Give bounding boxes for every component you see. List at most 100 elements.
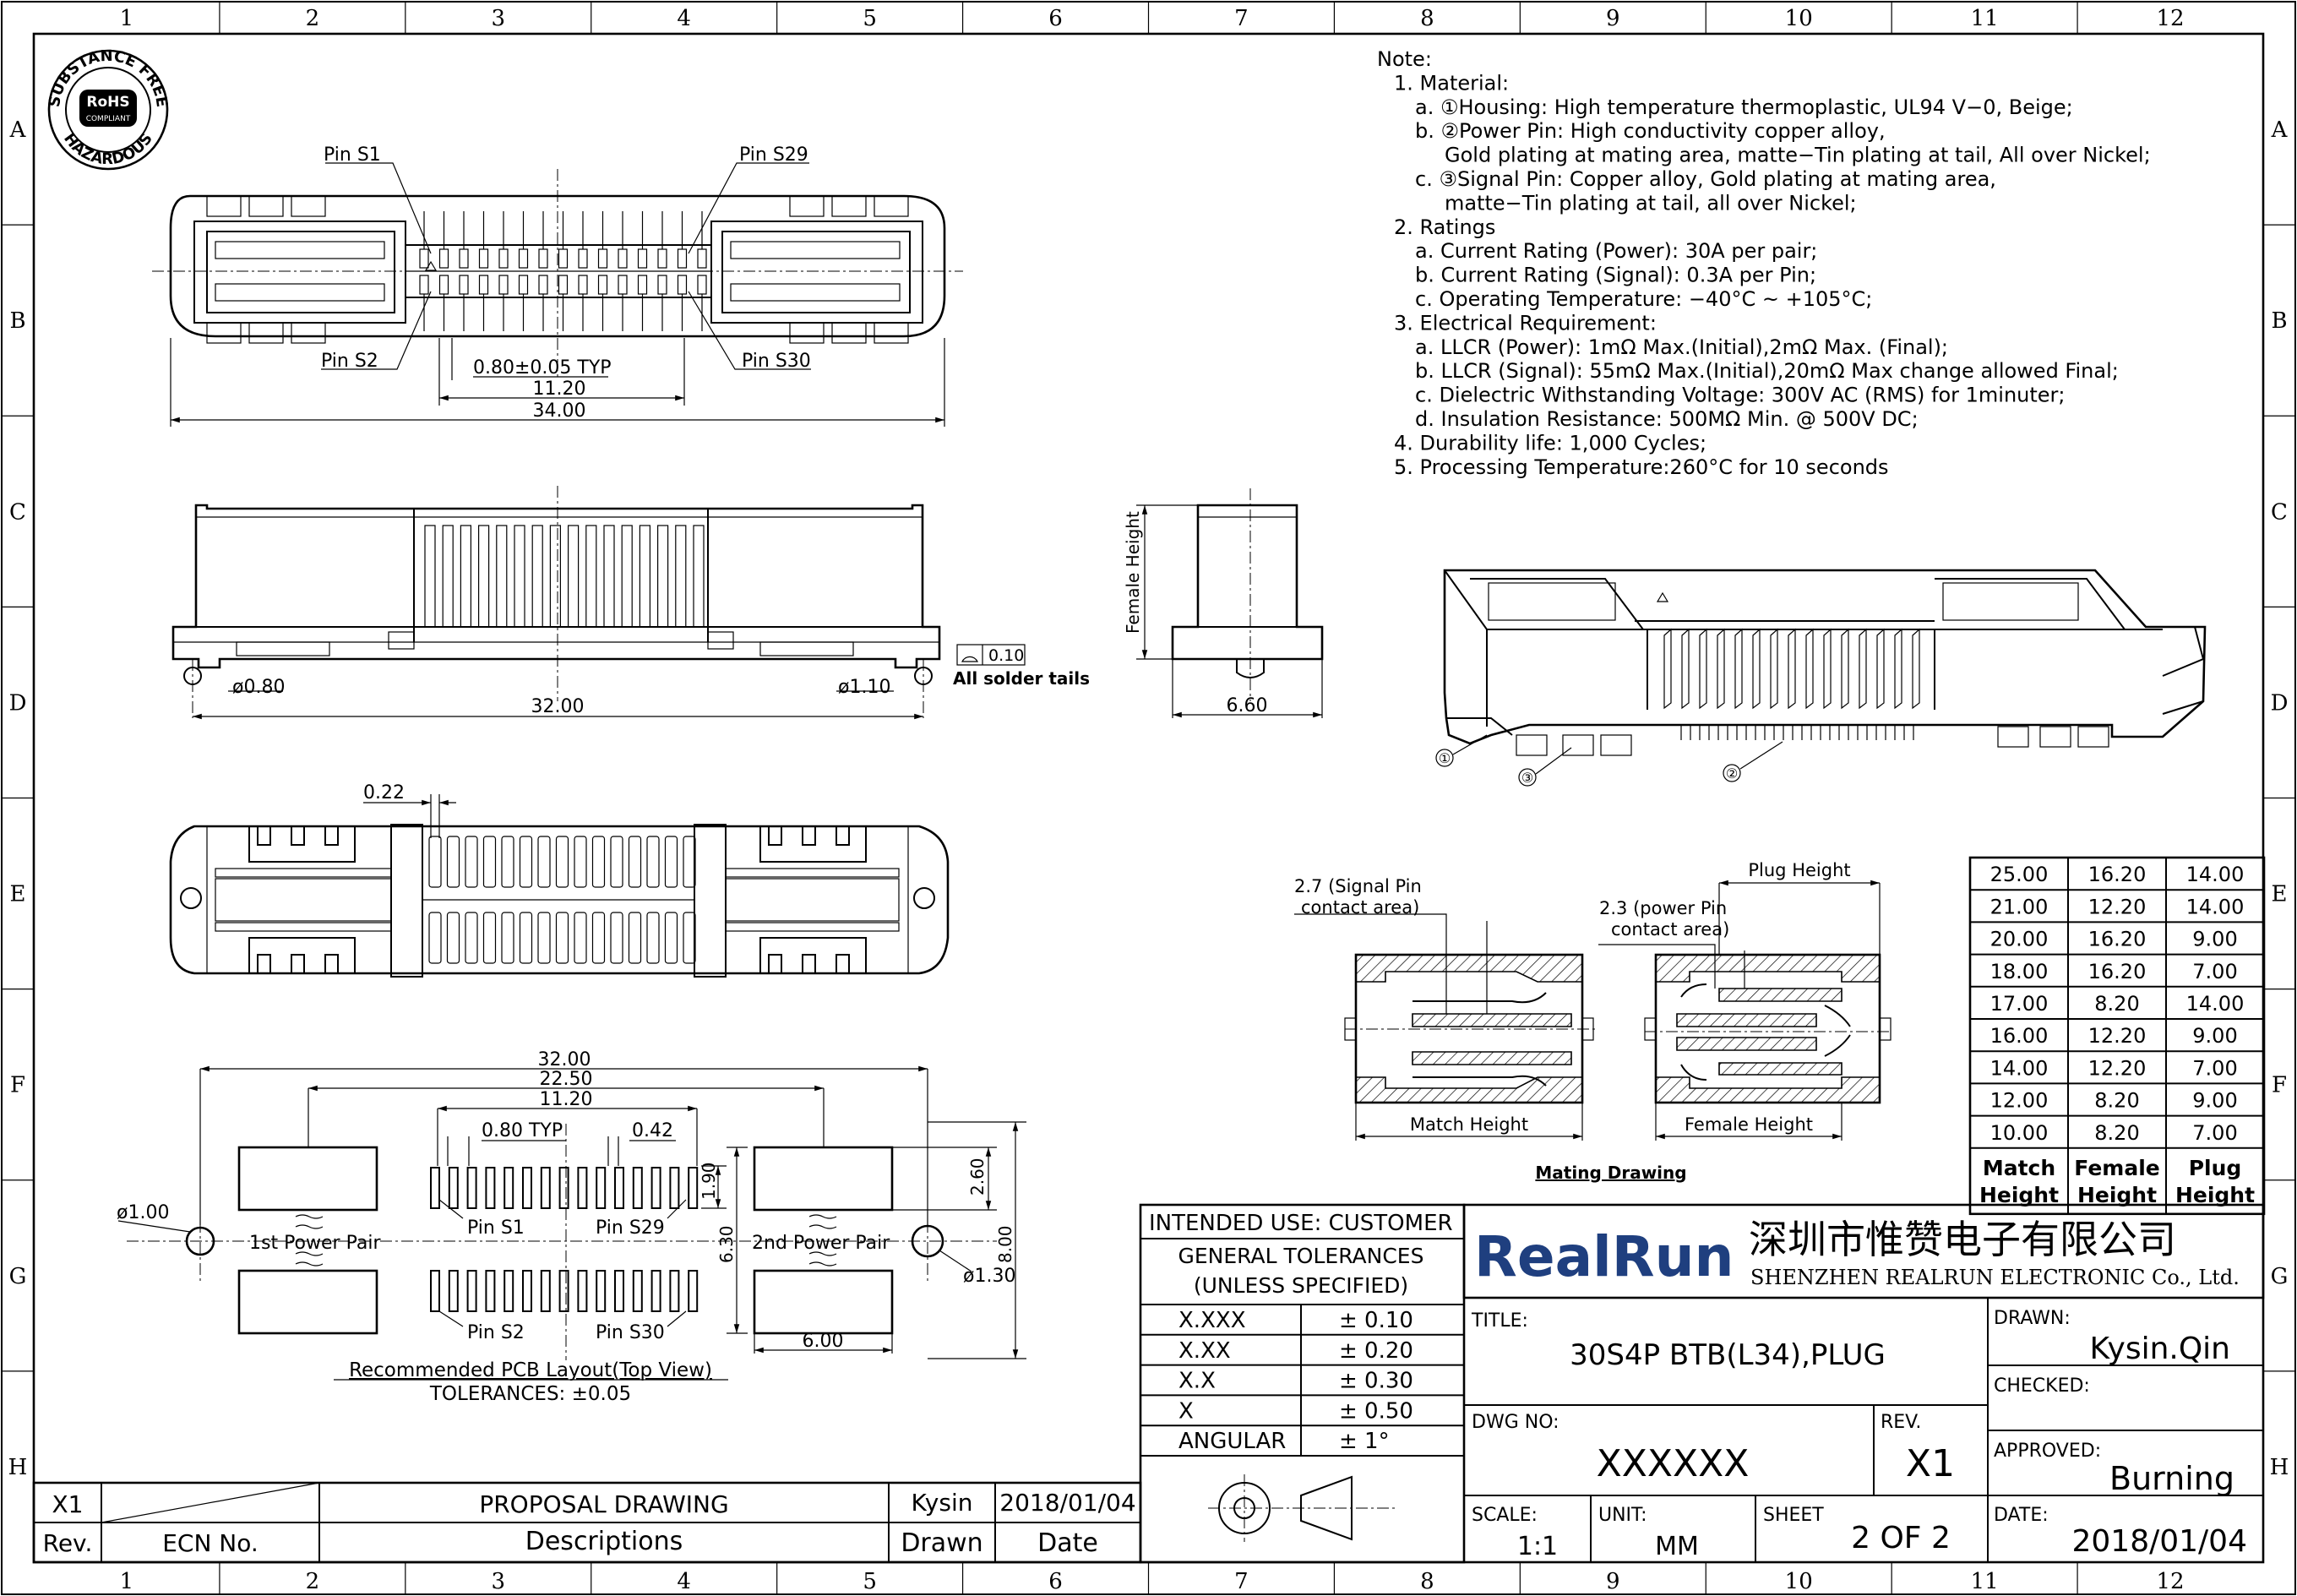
note-line: a. Current Rating (Power): 30A per pair; bbox=[1415, 239, 1817, 263]
rev-entry: X1 bbox=[52, 1490, 84, 1518]
dwg-no-label: DWG NO: bbox=[1472, 1412, 1559, 1433]
notes-block: Note:1. Material:a. ①Housing: High tempe… bbox=[1377, 47, 2151, 479]
pcb-tolerance: TOLERANCES: ±0.05 bbox=[429, 1383, 631, 1405]
drawn-header: Drawn bbox=[901, 1528, 982, 1558]
height-table-cell: 12.00 bbox=[1990, 1089, 2049, 1113]
note-line: 5. Processing Temperature:260°C for 10 s… bbox=[1394, 455, 1889, 479]
revision-block: X1 PROPOSAL DRAWING Kysin 2018/01/04 Rev… bbox=[32, 1481, 1142, 1564]
height-table-cell: 8.20 bbox=[2094, 1121, 2139, 1145]
tolerance-value: ± 0.10 bbox=[1339, 1308, 1413, 1333]
column-marker-bottom: 6 bbox=[1048, 1569, 1063, 1594]
mating-match-height: Match Height bbox=[1410, 1114, 1528, 1135]
tolerance-class: X.XXX bbox=[1178, 1308, 1246, 1333]
column-marker-top: 2 bbox=[306, 6, 320, 31]
height-table-cell: 9.00 bbox=[2192, 1089, 2237, 1113]
rev-date: 2018/01/04 bbox=[999, 1489, 1135, 1517]
top-pin-s30-label: Pin S30 bbox=[742, 351, 811, 372]
front-view: ø0.80 ø1.10 32.00 0.10 All solder tails bbox=[171, 486, 1090, 720]
note-line: b. Current Rating (Signal): 0.3A per Pin… bbox=[1415, 264, 1816, 287]
height-table-header: Match bbox=[1983, 1156, 2055, 1180]
company-name-cn: 深圳市惟赞电子有限公司 bbox=[1749, 1217, 2176, 1262]
note-line: b. LLCR (Signal): 55mΩ Max.(Initial),20m… bbox=[1415, 359, 2119, 383]
mating-drawing: Match Height 2.7 (Signal Pin contact are… bbox=[1294, 860, 1892, 1183]
top-view: Pin S1 Pin S29 Pin S2 Pin S30 0.80±0.05 … bbox=[152, 144, 963, 427]
row-marker-left: H bbox=[8, 1455, 28, 1480]
pcb-pitch: 0.80 TYP bbox=[482, 1120, 563, 1141]
sheet-value: 2 OF 2 bbox=[1851, 1521, 1951, 1555]
top-pin-s29-label: Pin S29 bbox=[739, 144, 808, 166]
date-header: Date bbox=[1037, 1528, 1098, 1558]
top-pin-s1-label: Pin S1 bbox=[324, 144, 381, 166]
row-marker-right: B bbox=[2271, 308, 2287, 334]
column-marker-bottom: 10 bbox=[1785, 1569, 1813, 1594]
column-marker-top: 6 bbox=[1048, 6, 1063, 31]
column-marker-bottom: 4 bbox=[677, 1569, 691, 1594]
bottom-dim-0-22: 0.22 bbox=[363, 782, 405, 803]
note-line: a. ①Housing: High temperature thermoplas… bbox=[1415, 95, 2073, 119]
height-table-cell: 14.00 bbox=[2186, 863, 2245, 886]
height-table-header: Height bbox=[2175, 1183, 2255, 1207]
end-female-height-label: Female Height bbox=[1123, 511, 1143, 634]
height-table-cell: 16.20 bbox=[2088, 863, 2147, 886]
pcb-hole-left: ø1.00 bbox=[117, 1202, 169, 1223]
tolerance-value: ± 0.50 bbox=[1339, 1398, 1413, 1424]
pcb-hole-right: ø1.30 bbox=[963, 1266, 1015, 1287]
height-table-cell: 14.00 bbox=[1990, 1056, 2049, 1080]
approved-by: Burning bbox=[2109, 1460, 2234, 1497]
height-table-header: Height bbox=[2077, 1183, 2157, 1207]
tolerance-class: X.X bbox=[1178, 1369, 1216, 1394]
column-marker-top: 10 bbox=[1785, 6, 1813, 31]
height-table-header: Female bbox=[2074, 1156, 2159, 1180]
pcb-power1-label: 1st Power Pair bbox=[249, 1233, 381, 1254]
column-marker-bottom: 7 bbox=[1234, 1569, 1249, 1594]
note-line: d. Insulation Resistance: 500MΩ Min. @ 5… bbox=[1415, 407, 1919, 431]
title-block: INTENDED USE: CUSTOMER GENERAL TOLERANCE… bbox=[1139, 1203, 2265, 1564]
title-label: TITLE: bbox=[1471, 1310, 1528, 1332]
height-table-cell: 16.20 bbox=[2088, 928, 2147, 951]
scale-value: 1:1 bbox=[1517, 1532, 1558, 1561]
mating-caption: Mating Drawing bbox=[1535, 1163, 1686, 1183]
row-marker-right: F bbox=[2272, 1073, 2287, 1098]
row-marker-left: D bbox=[9, 690, 27, 716]
front-hole-right: ø1.10 bbox=[838, 677, 890, 698]
iso-callout-3: ③ bbox=[1521, 770, 1533, 786]
note-line: b. ②Power Pin: High conductivity copper … bbox=[1415, 119, 1886, 143]
dwg-no: XXXXXX bbox=[1597, 1442, 1750, 1485]
unit-label: UNIT: bbox=[1598, 1505, 1647, 1526]
height-table-cell: 9.00 bbox=[2192, 928, 2237, 951]
unit-value: MM bbox=[1655, 1532, 1699, 1561]
note-line: 1. Material: bbox=[1394, 71, 1509, 95]
pcb-caption: Recommended PCB Layout(Top View) bbox=[349, 1359, 712, 1381]
pcb-dim-042: 0.42 bbox=[632, 1120, 673, 1141]
column-marker-bottom: 9 bbox=[1606, 1569, 1620, 1594]
pcb-layout: 1st Power Pair 2nd Power Pair 32.00 22.5… bbox=[117, 1049, 1026, 1405]
pcb-dim-190: 1.90 bbox=[699, 1162, 719, 1200]
column-marker-top: 3 bbox=[492, 6, 506, 31]
mating-power-contact: 2.3 (power Pin bbox=[1599, 898, 1727, 918]
column-marker-top: 8 bbox=[1420, 6, 1434, 31]
tolerance-value: ± 1° bbox=[1339, 1429, 1390, 1454]
height-table-cell: 14.00 bbox=[2186, 992, 2245, 1016]
pcb-pin-s2: Pin S2 bbox=[467, 1322, 525, 1343]
date-value: 2018/01/04 bbox=[2072, 1524, 2248, 1559]
column-marker-bottom: 8 bbox=[1420, 1569, 1434, 1594]
note-line: matte−Tin plating at tail, all over Nick… bbox=[1445, 191, 1857, 215]
column-marker-top: 4 bbox=[677, 6, 691, 31]
iso-callout-1: ① bbox=[1439, 750, 1451, 766]
date-label: DATE: bbox=[1994, 1505, 2049, 1526]
rev-value: X1 bbox=[1906, 1442, 1955, 1485]
row-marker-right: G bbox=[2271, 1264, 2289, 1289]
pcb-dim-600: 6.00 bbox=[803, 1331, 844, 1352]
rohs-compliant: COMPLIANT bbox=[86, 115, 131, 123]
bottom-view: 0.22 bbox=[169, 782, 950, 978]
note-line: a. LLCR (Power): 1mΩ Max.(Initial),2mΩ M… bbox=[1415, 335, 1948, 359]
isometric-view: ① ③ ② bbox=[1435, 569, 2207, 787]
company-name-en: SHENZHEN REALRUN ELECTRONIC Co., Ltd. bbox=[1750, 1266, 2240, 1289]
height-table-header: Plug bbox=[2189, 1156, 2242, 1180]
height-table-cell: 12.20 bbox=[2088, 1056, 2147, 1080]
mating-signal-contact: 2.7 (Signal Pin bbox=[1294, 876, 1422, 896]
note-line: Note: bbox=[1377, 47, 1432, 71]
column-marker-bottom: 2 bbox=[306, 1569, 320, 1594]
